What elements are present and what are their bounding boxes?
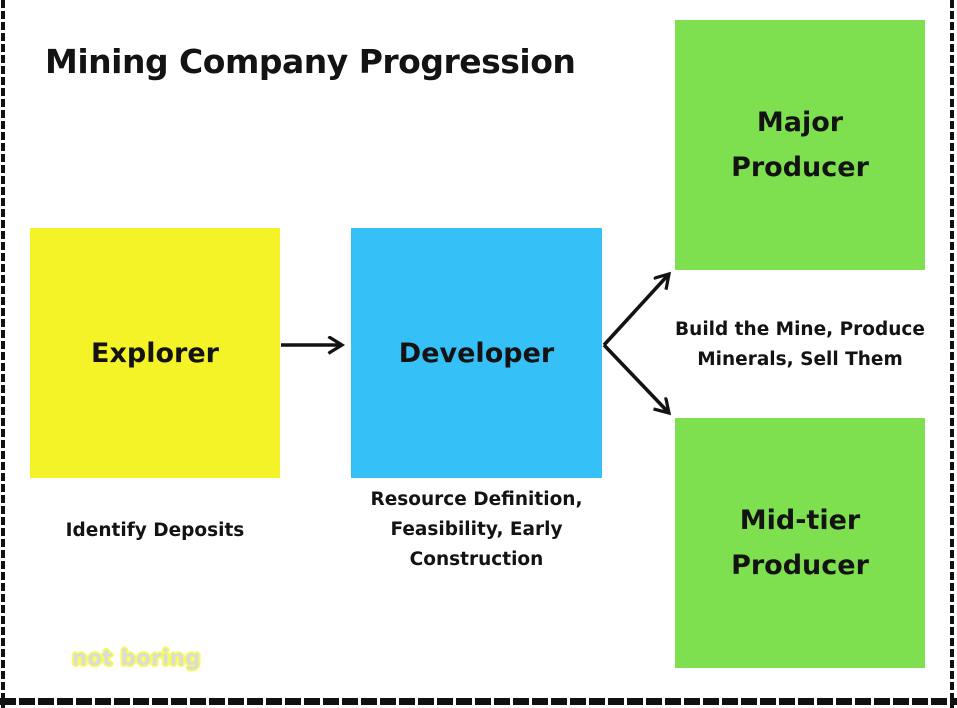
- not-boring-watermark: not boring: [72, 646, 201, 670]
- producer-edge-label: Build the Mine, Produce Minerals, Sell T…: [675, 319, 925, 370]
- page-title: Mining Company Progression: [45, 42, 576, 81]
- node-major-producer: Major Producer: [675, 20, 925, 270]
- explorer-caption: Identify Deposits: [65, 520, 245, 541]
- node-major-producer-label: Major Producer: [731, 107, 869, 183]
- node-mid-tier-producer-label: Mid-tier Producer: [731, 505, 869, 581]
- page-border-right: [950, 0, 954, 708]
- node-explorer-label: Explorer: [91, 337, 219, 369]
- node-explorer: Explorer: [30, 228, 280, 478]
- node-developer: Developer: [351, 228, 602, 478]
- page-border-bottom: [0, 698, 957, 705]
- node-mid-tier-producer: Mid-tier Producer: [675, 418, 925, 668]
- node-developer-label: Developer: [398, 337, 555, 369]
- developer-caption: Resource Definition, Feasibility, Early …: [370, 489, 583, 570]
- page-border-left: [1, 0, 5, 708]
